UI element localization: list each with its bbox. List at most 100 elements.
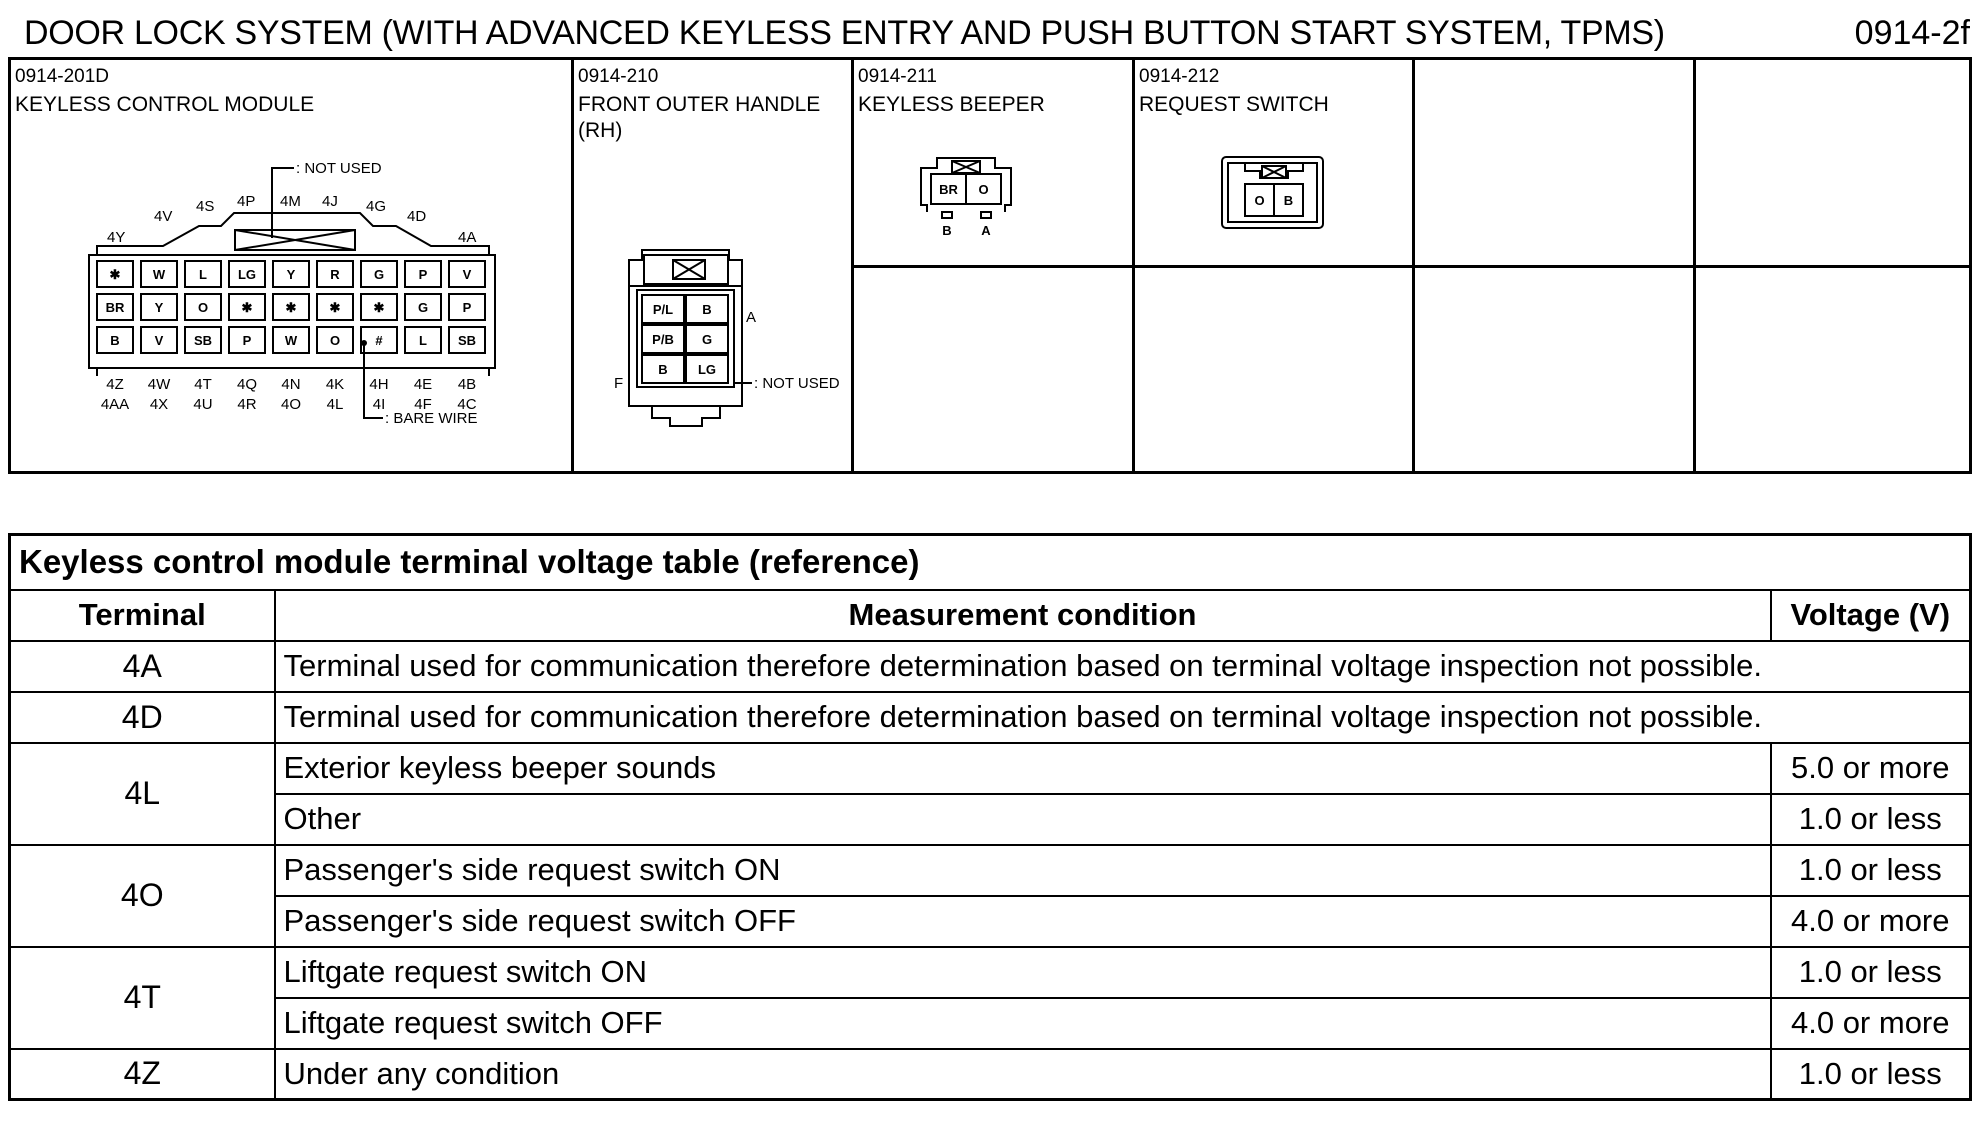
pin-box — [272, 260, 310, 288]
pin-cell: B — [110, 333, 119, 348]
pin-label: 4N — [281, 376, 300, 393]
pin-box — [448, 293, 486, 321]
pin-box — [448, 326, 486, 354]
connector-code: 0914-201D — [15, 66, 110, 87]
pin-box — [228, 260, 266, 288]
connector-keyless-beeper: 0914-211 KEYLESS BEEPER BR O B A — [854, 60, 1132, 265]
voltage-cell: 4.0 or more — [1769, 996, 1972, 1050]
request-switch-connector-diagram: O B — [1221, 156, 1324, 229]
pin-box — [228, 326, 266, 354]
pin-box — [272, 326, 310, 354]
pin-cell: P — [243, 333, 252, 348]
terminal-cell: 4T — [8, 945, 276, 1050]
pin-box — [184, 260, 222, 288]
pin-cell: B — [1284, 193, 1293, 208]
condition-cell: Terminal used for communication therefor… — [273, 639, 1972, 693]
pin-cell: ✱ — [242, 300, 253, 315]
pin-cell: G — [702, 332, 712, 347]
voltage-cell: 1.0 or less — [1769, 843, 1972, 897]
keyless-beeper-connector-diagram: BR O B A — [920, 157, 1012, 238]
pin-label: A — [981, 223, 991, 238]
terminal-cell: 4O — [8, 843, 276, 948]
connector-code: 0914-210 — [578, 66, 659, 87]
pin-cell: Y — [287, 267, 296, 282]
pin-cell: BR — [939, 182, 958, 197]
pin-box — [140, 293, 178, 321]
connector-keyless-control-module: 0914-201D KEYLESS CONTROL MODULE : NOT U… — [11, 60, 571, 471]
connector-name: KEYLESS BEEPER — [858, 93, 1045, 116]
pin-box — [316, 260, 354, 288]
connector-name: FRONT OUTER HANDLE (RH) — [578, 93, 821, 142]
terminal-cell: 4Z — [8, 1047, 276, 1101]
pin-cell: ✱ — [374, 300, 385, 315]
pin-box — [641, 354, 685, 384]
connector-request-switch: 0914-212 REQUEST SWITCH O B — [1135, 60, 1412, 265]
pin-label: 4X — [150, 396, 168, 413]
pin-box — [641, 324, 685, 354]
connector-name: KEYLESS CONTROL MODULE — [15, 93, 315, 116]
pin-cell: L — [419, 333, 427, 348]
pin-cell: W — [153, 267, 166, 282]
terminal-cell: 4D — [8, 690, 276, 744]
condition-cell: Passenger's side request switch OFF — [273, 894, 1772, 948]
voltage-cell: 4.0 or more — [1769, 894, 1972, 948]
pin-box — [228, 293, 266, 321]
pin-box — [96, 293, 134, 321]
connector-grid: 0914-201D KEYLESS CONTROL MODULE : NOT U… — [8, 57, 1972, 474]
pin-cell: O — [978, 182, 988, 197]
pin-box — [404, 260, 442, 288]
voltage-table: Keyless control module terminal voltage … — [8, 533, 1972, 1101]
pin-label: 4J — [322, 193, 338, 210]
pin-cell: B — [658, 362, 667, 377]
divider — [571, 60, 574, 471]
pin-cell: G — [374, 267, 384, 282]
divider — [851, 265, 1969, 268]
pin-label: 4W — [148, 376, 171, 393]
pin-box — [316, 293, 354, 321]
pin-cell: LG — [698, 362, 716, 377]
pin-cell: P/L — [653, 302, 673, 317]
pin-box — [140, 326, 178, 354]
voltage-cell: 1.0 or less — [1769, 1047, 1972, 1101]
voltage-cell: 1.0 or less — [1769, 945, 1972, 999]
pin-cell: Y — [155, 300, 164, 315]
pin-label: 4I — [373, 396, 386, 413]
pin-box — [360, 293, 398, 321]
pin-cell: R — [330, 267, 340, 282]
condition-cell: Terminal used for communication therefor… — [273, 690, 1972, 744]
pin-cell: SB — [194, 333, 212, 348]
terminal-cell: 4A — [8, 639, 276, 693]
pin-box — [184, 293, 222, 321]
pin-label: 4C — [457, 396, 476, 413]
not-used-label: : NOT USED — [296, 160, 382, 177]
pin-label: 4Q — [237, 376, 257, 393]
pin-box — [360, 326, 398, 354]
pin-box — [140, 260, 178, 288]
header-terminal: Terminal — [8, 588, 276, 642]
table-caption: Keyless control module terminal voltage … — [8, 533, 1972, 591]
pin-box — [448, 260, 486, 288]
pin-label: 4U — [193, 396, 212, 413]
connector-code: 0914-212 — [1139, 66, 1220, 87]
condition-cell: Exterior keyless beeper sounds — [273, 741, 1772, 795]
voltage-cell: 1.0 or less — [1769, 792, 1972, 846]
pin-label: 4P — [237, 193, 255, 210]
pin-cell: O — [198, 300, 208, 315]
pin-cell: ✱ — [330, 300, 341, 315]
page-code: 0914-2f — [1854, 14, 1970, 52]
pin-label: 4H — [369, 376, 388, 393]
pin-cell: P — [419, 267, 428, 282]
pin-cell: G — [418, 300, 428, 315]
pin-cell: SB — [458, 333, 476, 348]
pin-label: F — [614, 375, 623, 392]
header-condition: Measurement condition — [273, 588, 1772, 642]
pin-label: 4Y — [107, 229, 125, 246]
pin-cell: V — [155, 333, 164, 348]
terminal-cell: 4L — [8, 741, 276, 846]
pin-label: 4D — [407, 208, 426, 225]
pin-label: 4L — [327, 396, 344, 413]
pin-cell: BR — [106, 300, 125, 315]
